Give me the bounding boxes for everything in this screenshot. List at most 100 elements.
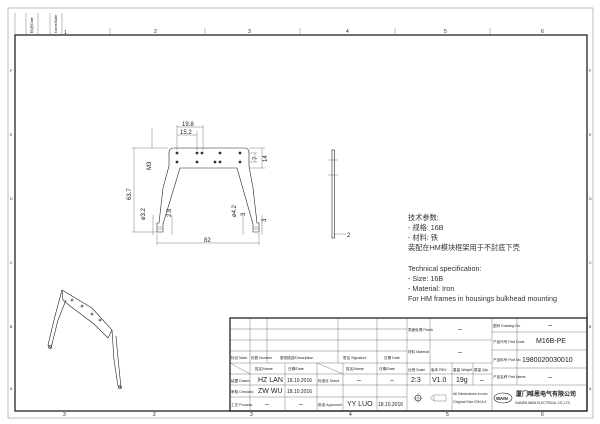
checked-label: 审核 Checked: [231, 389, 253, 394]
dimensions-note: All Dimensions in mm: [453, 392, 488, 396]
weight-label: 重量 Weight: [453, 367, 472, 372]
dimension-label: 19.8: [182, 122, 194, 128]
finish-value: –: [458, 326, 462, 333]
column-label: 6: [541, 29, 544, 35]
approved-date: 18.10.2016: [378, 402, 403, 408]
technical-specification: 技术参数: - 规格: 16B - 材料: 铁 装配在HM模块框架用于不封底下壳…: [408, 213, 557, 303]
grid-row-labels: F E D C B A F E D C B A: [10, 69, 592, 391]
number-header: 处数 Number: [251, 355, 273, 360]
company-name-cn: 厦门唯恩电气有限公司: [516, 390, 576, 398]
material-label: 材料 Material: [408, 349, 429, 354]
part-no-label: 产品料号 Part No.: [493, 357, 522, 362]
signature-header: 签名 Signature: [343, 355, 367, 360]
scale-value: 2:3: [411, 377, 421, 384]
qty-value: –: [480, 377, 484, 384]
column-label: 3: [63, 412, 66, 418]
dimension-label: 15.2: [180, 130, 192, 136]
corner-label: 标记/Date: [29, 17, 34, 33]
spec-en-title: Technical specification:: [408, 264, 482, 273]
dimension-label: 63.7: [127, 188, 133, 200]
stand-name: –: [357, 377, 361, 384]
row-label: D: [10, 197, 13, 201]
dimension-label: M3: [147, 161, 153, 170]
spec-en-size: - Size: 16B: [408, 274, 443, 283]
row-label: A: [589, 387, 592, 391]
dimension-label: 14: [263, 155, 269, 162]
row-label: D: [589, 197, 592, 201]
row-label: A: [10, 387, 13, 391]
projection-symbol-icon: [413, 393, 447, 403]
part-name-label: 产品名称 Part Name: [493, 374, 526, 379]
column-label: 6: [541, 412, 544, 418]
rev-label: 版本 REV.: [431, 367, 447, 372]
dimension-label: 3: [262, 218, 268, 222]
column-label: 3: [248, 29, 251, 35]
weight-value: 19g: [456, 377, 468, 384]
date-header: 日期/Date: [288, 366, 304, 371]
spec-cn-material: - 材料: 铁: [408, 233, 438, 242]
column-label: 5: [444, 29, 447, 35]
checked-name: ZW WU: [258, 388, 283, 395]
spec-en-material: - Material: Iron: [408, 284, 454, 293]
column-label: 3: [250, 412, 253, 418]
isometric-view: [47, 289, 122, 389]
drawn-name: HZ LAN: [258, 377, 283, 384]
part-code-label: 产品代号 Part Code: [493, 339, 525, 344]
row-label: C: [589, 261, 592, 265]
column-label: 4: [349, 412, 352, 418]
side-view: 2: [328, 149, 351, 239]
row-label: E: [589, 133, 592, 137]
part-no-value: 1980020030010: [522, 357, 573, 364]
corner-label: Name/Date: [54, 15, 58, 33]
size-note: Original Size DIN A 4: [453, 400, 487, 404]
row-label: F: [589, 69, 592, 73]
row-label: F: [10, 69, 13, 73]
company-logo: WAIN: [493, 392, 513, 404]
row-label: B: [589, 325, 592, 329]
stand-label: 标准化 Stand.: [318, 378, 340, 383]
name-header: 姓名/Name: [255, 366, 273, 371]
drawn-label: 绘图 Drawn: [231, 378, 250, 383]
approved-label: 批准 Approved: [318, 402, 342, 407]
qty-label: 数量 Qty.: [474, 367, 489, 372]
grid-column-labels: 1 2 3 4 5 6 3 2 3 4 5 6: [63, 28, 544, 418]
spec-cn-title: 技术参数:: [408, 213, 439, 222]
row-label: B: [10, 325, 13, 329]
drawing-no-label: 图号 Drawing No.: [493, 323, 521, 328]
date-header: 日期/Date: [379, 366, 395, 371]
column-label: 4: [346, 29, 349, 35]
material-value: –: [458, 349, 462, 356]
dimension-lines: [132, 125, 265, 245]
mounting-holes: [158, 151, 258, 230]
title-block: 标记 Mark 处数 Number 更改描述/Description 签名 Si…: [229, 317, 588, 412]
dimension-label: 82: [204, 238, 211, 244]
spec-cn-note: 装配在HM模块框架用于不封底下壳: [408, 243, 520, 252]
mark-header: 标记 Mark: [231, 355, 247, 360]
dimension-label: 7: [253, 156, 259, 160]
process-label: 工艺 Process: [231, 402, 252, 407]
column-label: 5: [446, 412, 449, 418]
process-name: –: [265, 401, 269, 408]
stand-date: –: [390, 377, 394, 384]
dimension-label: ø4.2: [232, 204, 238, 217]
spec-en-note: For HM frames in housings bulkhead mount…: [408, 294, 557, 303]
bracket-outline: [156, 147, 260, 233]
approved-name: YY LUO: [347, 401, 373, 408]
dimension-label: ø3.2: [141, 207, 147, 220]
company-name-en: XIAMEN WAIN ELECTRICAL CO.,LTD: [515, 401, 571, 405]
corner-label-block: 标记/Date Name/Date: [14, 13, 63, 35]
dimension-label: 2.8: [167, 208, 173, 217]
inner-border: [14, 34, 588, 412]
outer-border: [7, 7, 594, 419]
front-view: 19.8 15.2 63.7 M3 7 14 ø3.2 2.8 ø4.2 3 3…: [127, 122, 269, 245]
drawn-date: 18.10.2016: [287, 378, 312, 384]
process-date: –: [299, 401, 303, 408]
dimension-label: 3: [241, 212, 247, 216]
row-label: C: [10, 261, 13, 265]
name-header: 姓名/Name: [346, 366, 364, 371]
dimension-label: 2: [347, 233, 351, 239]
description-header: 更改描述/Description: [280, 355, 313, 360]
checked-date: 18.10.2016: [287, 389, 312, 395]
column-label: 1: [64, 30, 67, 36]
